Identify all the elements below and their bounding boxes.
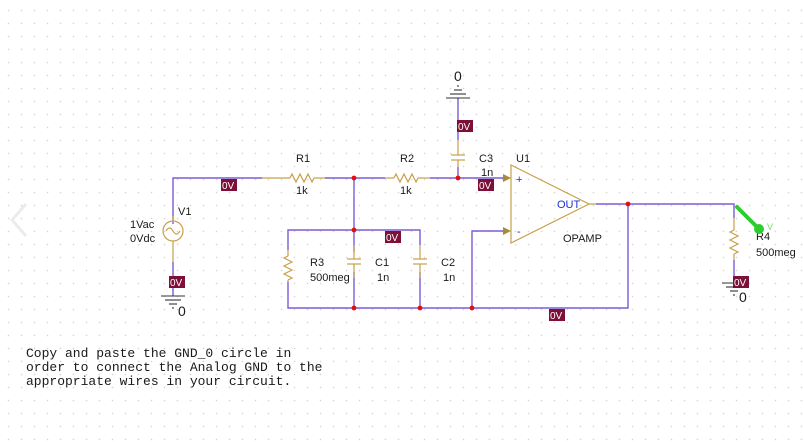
wire-out-r4[interactable] xyxy=(596,203,735,218)
v1-name: V1 xyxy=(178,206,191,218)
resistor-r2[interactable]: R2 1k xyxy=(385,153,430,197)
svg-text:0V: 0V xyxy=(458,122,471,133)
svg-text:0V: 0V xyxy=(222,181,235,192)
r2-value: 1k xyxy=(400,185,412,197)
junction-dot xyxy=(351,227,357,233)
wire-bottom-feedback[interactable] xyxy=(287,204,629,309)
r2-name: R2 xyxy=(400,153,414,165)
junctions xyxy=(351,175,631,311)
svg-text:0V: 0V xyxy=(734,278,747,289)
u1-plus-label: + xyxy=(516,174,522,186)
voltage-tag-bottom-wire: 0V xyxy=(549,309,565,322)
resistor-r4[interactable]: R4 500meg xyxy=(728,218,796,260)
capacitor-c3[interactable]: C3 1n xyxy=(451,140,493,179)
instruction-note: Copy and paste the GND_0 circle in order… xyxy=(26,347,322,389)
probe-label: V xyxy=(767,222,773,232)
u1-name: U1 xyxy=(516,153,530,165)
voltage-tag-c1-c2-node: 0V xyxy=(385,231,401,244)
ground-top-label: 0 xyxy=(454,68,462,84)
u1-out-label: OUT xyxy=(557,199,581,211)
r1-name: R1 xyxy=(296,153,310,165)
voltage-tag-v1-top: 0V xyxy=(221,179,237,192)
v1-ac-value: 1Vac xyxy=(130,219,155,231)
resistor-r1[interactable]: R1 1k xyxy=(262,153,325,197)
r4-value: 500meg xyxy=(756,247,796,259)
source-v1[interactable]: V1 1Vac 0Vdc xyxy=(130,206,191,262)
voltage-tag-v1-bottom: 0V xyxy=(169,276,185,289)
wire-minus-input[interactable] xyxy=(471,230,505,308)
voltage-tag-plus-input: 0V xyxy=(478,179,494,192)
resistor-r3[interactable]: R3 500meg xyxy=(282,250,350,284)
junction-dot xyxy=(351,305,357,311)
junction-dot xyxy=(351,175,357,181)
junction-dot xyxy=(455,175,461,181)
voltage-tag-c3-top: 0V xyxy=(457,120,473,133)
voltage-tag-r4-bottom: 0V xyxy=(733,276,749,289)
minus-pin-arrow xyxy=(503,227,511,235)
ground-v1-label: 0 xyxy=(178,303,186,319)
wire-v1-r1[interactable] xyxy=(172,177,262,224)
r4-name: R4 xyxy=(756,231,770,243)
ground-v1[interactable]: 0 xyxy=(161,295,186,319)
note-line: order to connect the Analog GND to the xyxy=(26,360,323,375)
voltage-probe-marker[interactable]: V xyxy=(735,205,773,234)
c2-value: 1n xyxy=(443,272,455,284)
ground-r4-label: 0 xyxy=(739,289,747,305)
c2-name: C2 xyxy=(441,257,455,269)
c3-name: C3 xyxy=(479,153,493,165)
junction-dot xyxy=(417,305,423,311)
capacitor-c2[interactable]: C2 1n xyxy=(413,245,455,284)
r3-name: R3 xyxy=(310,257,324,269)
plus-pin-arrow xyxy=(503,174,511,182)
probe-stem-icon xyxy=(735,205,758,228)
svg-text:0V: 0V xyxy=(479,181,492,192)
probe-head-icon xyxy=(754,224,764,234)
opamp-u1[interactable]: + - OUT U1 OPAMP xyxy=(503,153,602,245)
c1-name: C1 xyxy=(375,257,389,269)
junction-dot xyxy=(625,201,631,207)
svg-text:0V: 0V xyxy=(550,311,563,322)
c3-value: 1n xyxy=(481,167,493,179)
svg-text:0V: 0V xyxy=(386,233,399,244)
note-line: Copy and paste the GND_0 circle in xyxy=(26,346,292,361)
c1-value: 1n xyxy=(377,272,389,284)
v1-dc-value: 0Vdc xyxy=(130,233,156,245)
capacitor-c1[interactable]: C1 1n xyxy=(347,245,389,284)
note-line: appropriate wires in your circuit. xyxy=(26,374,292,389)
back-arrow-icon[interactable] xyxy=(4,200,34,240)
u1-minus-label: - xyxy=(517,226,521,238)
r1-value: 1k xyxy=(296,185,308,197)
junction-dot xyxy=(469,305,475,311)
u1-model: OPAMP xyxy=(563,233,602,245)
r3-value: 500meg xyxy=(310,272,350,284)
ground-top[interactable]: 0 xyxy=(446,68,470,99)
svg-text:0V: 0V xyxy=(170,278,183,289)
